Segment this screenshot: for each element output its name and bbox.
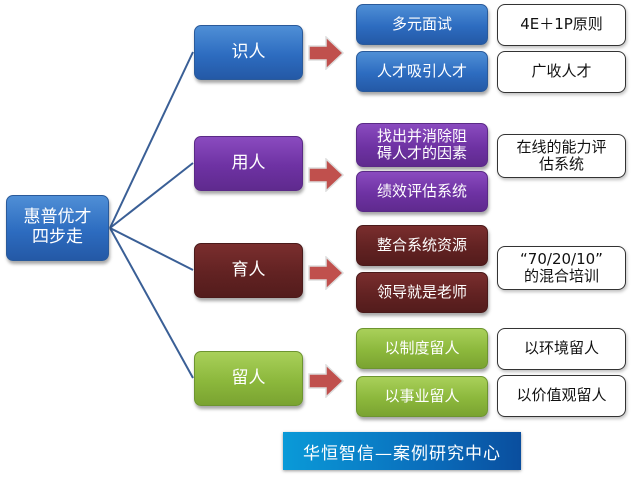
item-box: 领导就是老师: [356, 272, 488, 313]
branch-node-recognize: 识人: [194, 25, 303, 80]
item-box: 以事业留人: [356, 376, 488, 417]
note-box: 4E＋1P原则: [497, 4, 626, 46]
item-box: 找出并消除阻 碍人才的因素: [356, 123, 488, 167]
note-box: 以环境留人: [497, 328, 626, 370]
note-box: 广收人才: [497, 51, 626, 93]
item-box: 以制度留人: [356, 328, 488, 369]
branch-node-develop: 育人: [194, 243, 303, 298]
connector-line: [109, 162, 194, 229]
item-box: 整合系统资源: [356, 225, 488, 266]
item-box: 人才吸引人才: [356, 51, 488, 92]
right-arrow-icon: [308, 364, 344, 398]
connector-line: [109, 227, 194, 271]
branch-node-retain: 留人: [194, 351, 303, 406]
right-arrow-icon: [308, 256, 344, 290]
connector-line: [109, 227, 194, 379]
item-box: 绩效评估系统: [356, 171, 488, 212]
note-box: “70/20/10” 的混合培训: [497, 246, 626, 290]
connector-line: [109, 51, 194, 229]
footer-banner: 华恒智信—案例研究中心: [283, 432, 521, 470]
branch-node-use: 用人: [194, 136, 303, 191]
right-arrow-icon: [308, 36, 344, 70]
note-box: 以价值观留人: [497, 375, 626, 417]
root-node: 惠普优才 四步走: [6, 195, 109, 261]
right-arrow-icon: [308, 158, 344, 192]
note-box: 在线的能力评 估系统: [497, 134, 626, 178]
item-box: 多元面试: [356, 4, 488, 45]
